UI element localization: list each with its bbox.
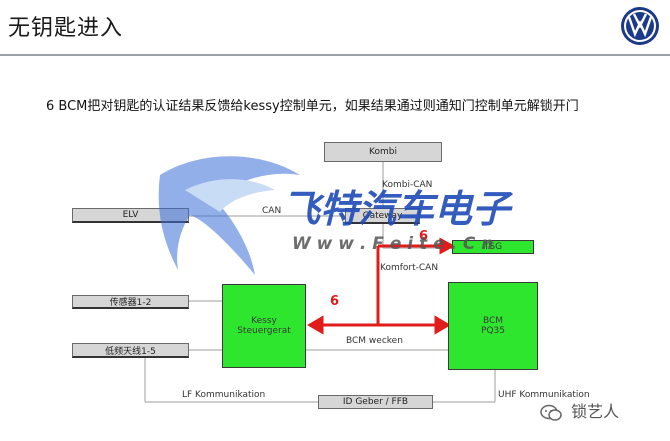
id-geber-box: ID Geber / FFB bbox=[318, 395, 433, 409]
uhf-kommunikation-label: UHF Kommunikation bbox=[498, 390, 590, 400]
komfort-can-label: Komfort-CAN bbox=[380, 263, 439, 273]
bcm-wecken-label: BCM wecken bbox=[346, 336, 403, 346]
bcm-label-line2: PQ35 bbox=[481, 326, 505, 336]
bcm-label-line1: BCM bbox=[482, 316, 504, 326]
step-label-top: 6 bbox=[419, 229, 429, 244]
wechat-icon bbox=[540, 404, 562, 421]
watermark-url: W w w . F e i t e . C n bbox=[292, 234, 494, 254]
gateway-box: Gateway bbox=[345, 208, 420, 224]
kessy-label-line1: Kessy bbox=[251, 316, 277, 326]
watermark-brand: 飞特汽车电子 bbox=[282, 187, 511, 231]
door-control-unit-box: TSG bbox=[452, 240, 534, 254]
bcm-control-unit: BCM PQ35 bbox=[448, 282, 538, 370]
lf-kommunikation-label: LF Kommunikation bbox=[182, 390, 266, 400]
antenna-box: 低频天线1-5 bbox=[72, 343, 189, 358]
vw-logo-icon bbox=[621, 7, 659, 45]
kessy-control-unit: Kessy Steuergerat bbox=[222, 284, 306, 368]
step-label-mid: 6 bbox=[330, 294, 340, 309]
subtitle: 6 BCM把对钥匙的认证结果反馈给kessy控制单元，如果结果通过则通知门控制单… bbox=[46, 99, 579, 114]
kessy-label-line2: Steuergerat bbox=[237, 326, 291, 336]
kombi-can-label: Kombi-CAN bbox=[382, 180, 433, 190]
footer-brand: 锁艺人 bbox=[540, 398, 619, 422]
kombi-box: Kombi bbox=[324, 142, 442, 162]
can-label: CAN bbox=[262, 206, 282, 216]
title-divider bbox=[0, 54, 670, 56]
footer-text: 锁艺人 bbox=[571, 402, 620, 421]
page-title: 无钥匙进入 bbox=[8, 16, 124, 41]
door-control-unit-label: TSG bbox=[483, 242, 503, 252]
sensor-box: 传感器1-2 bbox=[72, 295, 189, 309]
